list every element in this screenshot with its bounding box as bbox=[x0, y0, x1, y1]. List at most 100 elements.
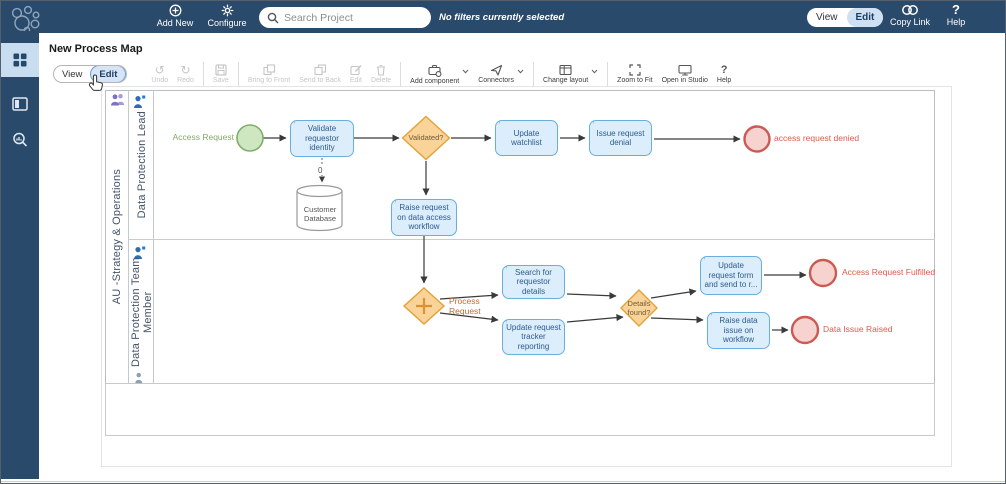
gateway-details-found[interactable] bbox=[620, 289, 658, 327]
toolbar-help-button[interactable]: ? Help bbox=[717, 63, 731, 84]
bring-to-front-label: Bring to Front bbox=[247, 77, 291, 84]
person-icon bbox=[134, 246, 146, 259]
sidebar-item-process-maps[interactable] bbox=[1, 43, 39, 77]
toolbar-separator bbox=[400, 62, 402, 86]
layout-icon bbox=[559, 64, 572, 76]
help-label: Help bbox=[946, 17, 966, 27]
task-label: Update request form and send to r... bbox=[704, 261, 758, 290]
undo-label: Undo bbox=[151, 76, 169, 84]
task-marker-icon: ⁱ bbox=[593, 121, 595, 128]
chevron-down-icon[interactable] bbox=[517, 69, 524, 74]
chain-links-icon bbox=[902, 5, 918, 15]
magnifier-chart-icon bbox=[13, 132, 28, 147]
task-marker-icon: ⁱ bbox=[499, 121, 501, 128]
association-count-badge: 0 bbox=[317, 166, 324, 175]
question-mark-icon: ? bbox=[720, 63, 728, 76]
delete-label: Delete bbox=[370, 77, 392, 84]
monitor-icon bbox=[678, 64, 692, 76]
editor-view-option[interactable]: View bbox=[62, 68, 83, 80]
datastore-customer-database[interactable] bbox=[296, 184, 343, 232]
toolbar-separator bbox=[533, 62, 535, 86]
chevron-down-icon[interactable] bbox=[591, 69, 598, 74]
connector[interactable] bbox=[650, 316, 704, 324]
end-event-access-denied[interactable] bbox=[743, 125, 771, 153]
task-marker-icon: ⁱ bbox=[506, 320, 508, 327]
edit-shape-button[interactable]: Edit bbox=[350, 64, 362, 84]
add-new-button[interactable]: Add New bbox=[156, 4, 194, 28]
connector-arrow-icon bbox=[490, 64, 502, 76]
zoom-to-fit-button[interactable]: Zoom to Fit bbox=[617, 64, 653, 84]
connector[interactable] bbox=[439, 291, 499, 300]
task-marker-icon: ⁱ bbox=[704, 257, 706, 264]
team-group-icon bbox=[111, 94, 125, 106]
add-component-button[interactable]: Add component bbox=[410, 64, 459, 85]
page-title: New Process Map bbox=[49, 43, 143, 55]
toolbar-separator bbox=[202, 62, 204, 86]
edit-shape-label: Edit bbox=[349, 77, 362, 84]
diagram-overlay bbox=[236, 115, 838, 345]
connector[interactable] bbox=[566, 314, 624, 323]
top-bar: Add New Configure No filters currently s… bbox=[1, 1, 1005, 33]
chevron-down-icon[interactable] bbox=[462, 69, 469, 74]
task-label: Raise data issue on workflow bbox=[719, 316, 758, 345]
trash-icon bbox=[377, 64, 386, 76]
task-raise-data-issue[interactable]: ⁱ Raise data issue on workflow bbox=[707, 312, 770, 349]
task-search-requestor-details[interactable]: ⁱ Search for requestor details bbox=[502, 265, 565, 299]
search-box[interactable] bbox=[259, 7, 431, 28]
task-raise-request-data-access[interactable]: ⁱ Raise request on data access workflow bbox=[391, 199, 457, 236]
save-button[interactable]: Save bbox=[213, 64, 229, 84]
configure-button[interactable]: Configure bbox=[204, 4, 250, 28]
connector[interactable] bbox=[566, 292, 617, 300]
task-marker-icon: ⁱ bbox=[294, 121, 296, 128]
task-update-request-tracker[interactable]: ⁱ Update request tracker reporting bbox=[502, 319, 565, 355]
undo-button[interactable]: ↺ Undo bbox=[151, 64, 169, 84]
app-logo-icon bbox=[11, 5, 40, 31]
pool-header[interactable] bbox=[105, 90, 129, 384]
datastore-label: Customer Database bbox=[303, 205, 337, 223]
open-in-studio-label: Open in Studio bbox=[661, 77, 708, 84]
open-in-studio-button[interactable]: Open in Studio bbox=[662, 64, 708, 84]
process-map-canvas[interactable]: AU -Strategy & Operations Data Protectio… bbox=[101, 86, 952, 467]
end-event-data-issue-raised[interactable] bbox=[790, 315, 820, 345]
person-icon-muted bbox=[135, 372, 143, 384]
connector[interactable] bbox=[650, 288, 697, 299]
lane-divider bbox=[129, 239, 935, 240]
task-label: Issue request denial bbox=[596, 128, 645, 147]
connector[interactable] bbox=[439, 312, 499, 323]
search-input[interactable] bbox=[284, 11, 414, 24]
help-button[interactable]: ? Help bbox=[941, 3, 971, 27]
delete-button[interactable]: Delete bbox=[371, 64, 391, 84]
task-update-watchlist[interactable]: ⁱ Update watchlist bbox=[495, 120, 558, 156]
bring-to-front-button[interactable]: Bring to Front bbox=[248, 64, 290, 84]
lane-header-column bbox=[129, 90, 154, 384]
editor-edit-option[interactable]: Edit bbox=[90, 66, 127, 82]
redo-icon: ↻ bbox=[180, 62, 191, 77]
task-validate-requestor-identity[interactable]: ⁱ Validate requestor identity bbox=[290, 120, 354, 157]
start-event-label: Access Request bbox=[172, 132, 234, 142]
send-to-back-button[interactable]: Send to Back bbox=[299, 64, 341, 84]
window-bottom-divider bbox=[1, 481, 1005, 482]
add-component-label: Add component bbox=[410, 77, 460, 85]
gateway-validated[interactable] bbox=[401, 115, 451, 161]
sidebar-item-panel-view[interactable] bbox=[1, 89, 39, 119]
end-event-label-data-issue-raised: Data Issue Raised bbox=[823, 324, 893, 334]
change-layout-button[interactable]: Change layout bbox=[543, 64, 588, 84]
edit-toggle-option[interactable]: Edit bbox=[846, 8, 884, 27]
redo-button[interactable]: ↻ Redo bbox=[177, 62, 194, 84]
tiles-grid-icon bbox=[13, 53, 27, 67]
end-event-label-request-fulfilled: Access Request Fulfilled bbox=[842, 267, 936, 277]
task-update-request-form[interactable]: ⁱ Update request form and send to r... bbox=[700, 256, 762, 295]
view-toggle-option[interactable]: View bbox=[816, 12, 838, 23]
sidebar-item-discovery[interactable] bbox=[1, 125, 39, 155]
end-event-request-fulfilled[interactable] bbox=[808, 258, 838, 288]
zoom-to-fit-icon bbox=[629, 64, 641, 76]
left-sidebar bbox=[1, 33, 39, 479]
task-issue-request-denial[interactable]: ⁱ Issue request denial bbox=[589, 120, 652, 156]
task-label: Update request tracker reporting bbox=[506, 322, 561, 351]
start-event-access-request[interactable] bbox=[236, 124, 264, 152]
connectors-button[interactable]: Connectors bbox=[478, 64, 514, 84]
copy-link-button[interactable]: Copy Link bbox=[885, 4, 935, 27]
gateway-label-process-request: Process Request bbox=[449, 296, 481, 316]
send-to-back-icon bbox=[313, 64, 326, 76]
empty-lane-strip[interactable] bbox=[105, 383, 935, 436]
